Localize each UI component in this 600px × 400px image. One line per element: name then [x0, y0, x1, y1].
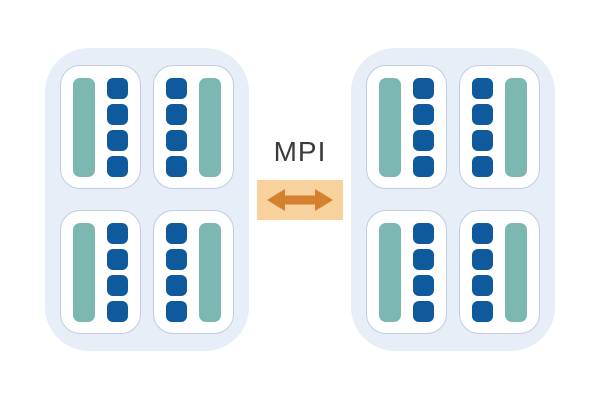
cpu-core [166, 222, 187, 244]
cpu-socket [366, 65, 447, 189]
cpu-core [413, 77, 434, 99]
compute-node-left [45, 48, 249, 351]
cpu-core [472, 129, 493, 151]
cpu-core [472, 103, 493, 125]
cpu-core [413, 155, 434, 177]
core-column [107, 222, 128, 322]
cpu-socket [459, 210, 540, 334]
cpu-core [413, 300, 434, 322]
cpu-socket [60, 210, 141, 334]
core-column [413, 77, 434, 177]
cpu-core [107, 222, 128, 244]
core-column [472, 222, 493, 322]
mpi-label: MPI [273, 136, 327, 167]
cpu-socket [60, 65, 141, 189]
cpu-core [166, 77, 187, 99]
cpu-core [107, 274, 128, 296]
memory-bar [379, 222, 401, 322]
double-headed-arrow-icon [267, 189, 333, 211]
cpu-core [413, 222, 434, 244]
core-column [166, 222, 187, 322]
memory-bar [199, 222, 221, 322]
cpu-core [472, 274, 493, 296]
cpu-core [166, 300, 187, 322]
cpu-core [472, 300, 493, 322]
memory-bar [73, 222, 95, 322]
cpu-socket [153, 65, 234, 189]
cpu-core [166, 103, 187, 125]
cpu-core [107, 103, 128, 125]
cpu-core [413, 129, 434, 151]
cpu-core [472, 248, 493, 270]
cpu-socket [153, 210, 234, 334]
memory-bar [379, 77, 401, 177]
cpu-core [107, 248, 128, 270]
cpu-core [472, 77, 493, 99]
core-column [413, 222, 434, 322]
cpu-core [472, 222, 493, 244]
mpi-connector-box [257, 180, 343, 220]
memory-bar [199, 77, 221, 177]
cpu-core [472, 155, 493, 177]
core-column [472, 77, 493, 177]
cpu-core [107, 77, 128, 99]
memory-bar [505, 77, 527, 177]
cpu-core [166, 155, 187, 177]
cpu-core [413, 274, 434, 296]
cpu-core [166, 248, 187, 270]
cpu-core [107, 129, 128, 151]
core-column [107, 77, 128, 177]
compute-node-right [351, 48, 555, 351]
memory-bar [73, 77, 95, 177]
cpu-core [166, 274, 187, 296]
cpu-core [413, 248, 434, 270]
core-column [166, 77, 187, 177]
cpu-core [166, 129, 187, 151]
cpu-core [107, 155, 128, 177]
cpu-core [413, 103, 434, 125]
memory-bar [505, 222, 527, 322]
cpu-socket [366, 210, 447, 334]
cpu-core [107, 300, 128, 322]
cpu-socket [459, 65, 540, 189]
